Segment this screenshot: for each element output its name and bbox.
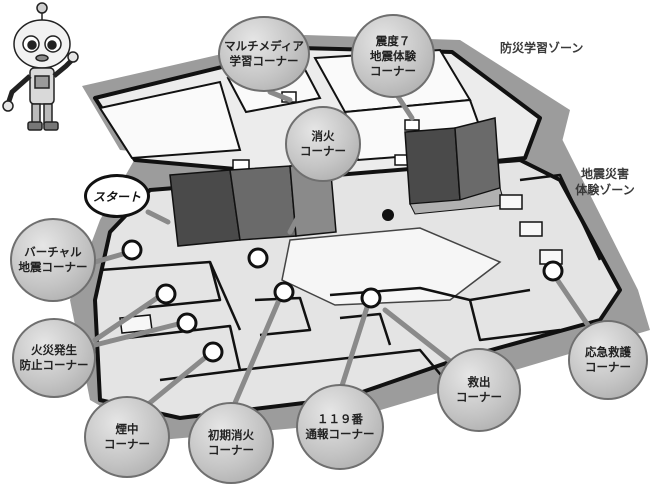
bubble-first-aid: 応急救護 コーナー	[568, 320, 648, 400]
bubble-line: バーチャル	[24, 245, 82, 259]
zone-label-disaster-study: 防災学習ゾーン	[500, 41, 584, 55]
bubble-line: コーナー	[104, 437, 150, 451]
atrium-center-dot	[382, 209, 394, 221]
robot-mascot-icon	[2, 2, 79, 131]
marker-119	[273, 281, 295, 303]
bubble-line: コーナー	[585, 360, 631, 374]
bubble-line: コーナー	[456, 390, 502, 404]
bubble-multimedia: マルチメディア 学習コーナー	[218, 16, 310, 92]
marker-first-aid	[542, 260, 564, 282]
bubble-line: 応急救護	[585, 345, 631, 359]
corner-markers	[121, 239, 564, 363]
lower-small-rooms	[119, 194, 563, 334]
bubble-line: コーナー	[300, 144, 346, 158]
bubble-line: コーナー	[208, 443, 254, 457]
partition-blocks	[169, 117, 506, 247]
marker-initial-fire	[202, 341, 224, 363]
bubble-line: 学習コーナー	[229, 54, 299, 68]
bubble-fire-extinguish: 消火 コーナー	[285, 106, 361, 182]
marker-fire-prevention	[155, 283, 177, 305]
bubble-line: コーナー	[370, 63, 416, 78]
marker-rescue	[360, 287, 382, 309]
bubble-smoke: 煙中 コーナー	[84, 396, 170, 478]
bubble-119: １１９番 通報コーナー	[296, 384, 384, 470]
start-badge: スタート	[84, 174, 150, 218]
bubble-line: 煙中	[115, 422, 139, 436]
bubble-line: 地震コーナー	[18, 260, 88, 274]
bubble-quake7: 震度７ 地震体験 コーナー	[351, 14, 435, 98]
zone-label-quake-experience: 地震災害 体験ゾーン	[575, 167, 635, 197]
atrium-floor	[281, 227, 502, 306]
bubble-line: 地震体験	[370, 48, 416, 63]
marker-fire-extinguish	[247, 247, 269, 269]
bubble-line: 防止コーナー	[19, 358, 89, 372]
marker-smoke	[176, 312, 198, 334]
bubble-line: 火災発生	[31, 343, 77, 357]
bubble-rescue: 救出 コーナー	[437, 348, 521, 432]
bubble-line: 救出	[467, 375, 491, 389]
bubble-line: 通報コーナー	[305, 427, 375, 441]
leader-lines	[92, 89, 601, 418]
bubble-line: 初期消火	[208, 428, 254, 442]
bubble-fire-prevention: 火災発生 防止コーナー	[12, 318, 96, 398]
start-label: スタート	[92, 189, 141, 204]
marker-virtual-quake	[121, 239, 143, 261]
bubble-line: マルチメディア	[224, 39, 304, 53]
bubble-virtual-quake: バーチャル 地震コーナー	[10, 218, 96, 302]
bubble-initial-fire: 初期消火 コーナー	[188, 402, 274, 484]
bubble-line: １１９番	[317, 412, 363, 426]
bubble-line: 震度７	[375, 33, 411, 48]
bubble-line: 消火	[311, 129, 335, 143]
